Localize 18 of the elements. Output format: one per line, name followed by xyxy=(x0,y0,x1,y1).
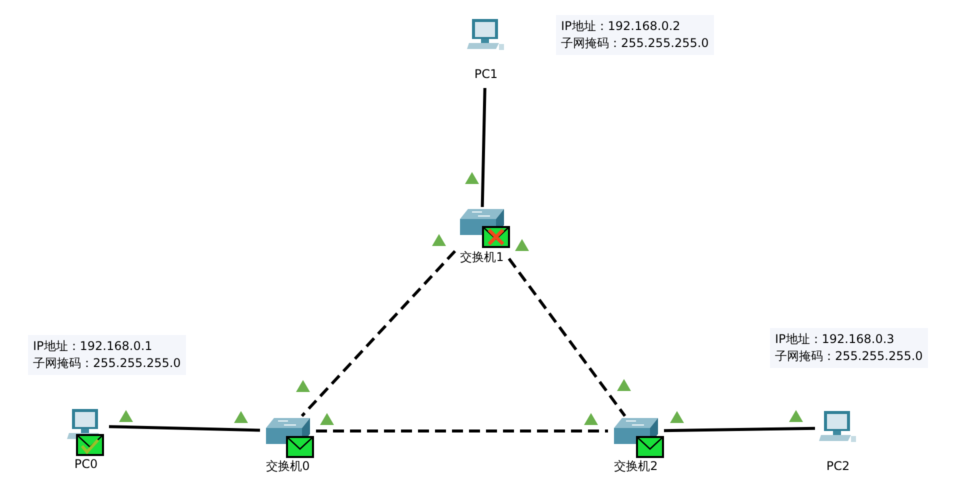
info-text: IP地址：192.168.0.3 xyxy=(775,331,896,348)
device-label: PC0 xyxy=(74,457,98,472)
network-link xyxy=(480,88,486,208)
network-link xyxy=(316,430,608,432)
info-text: 子网掩码：255.255.255.0 xyxy=(775,348,923,365)
network-link xyxy=(300,250,456,418)
device-label: 交换机0 xyxy=(266,459,310,474)
device-label: 交换机1 xyxy=(460,250,504,265)
device-label: PC2 xyxy=(826,459,850,474)
info-text: 子网掩码：255.255.255.0 xyxy=(561,35,709,52)
network-link xyxy=(508,258,626,417)
network-link xyxy=(664,426,816,432)
device-label: 交换机2 xyxy=(614,459,658,474)
info-text: 子网掩码：255.255.255.0 xyxy=(33,355,181,372)
network-link xyxy=(108,425,260,432)
device-label: PC1 xyxy=(474,67,498,82)
info-text: IP地址：192.168.0.1 xyxy=(33,338,154,355)
info-text: IP地址：192.168.0.2 xyxy=(561,18,682,35)
